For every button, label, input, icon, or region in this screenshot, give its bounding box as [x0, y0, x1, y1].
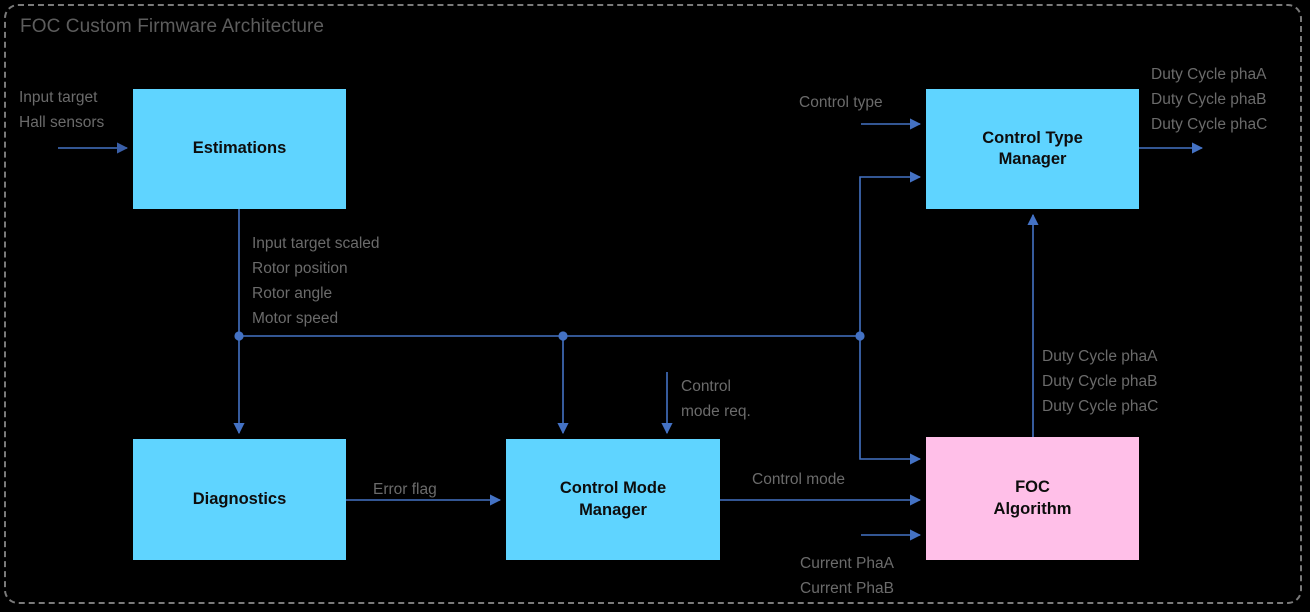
block-foc-algorithm[interactable]: FOC Algorithm — [926, 437, 1139, 560]
label-input-signals: Input target Hall sensors — [19, 89, 105, 132]
block-estimations[interactable]: Estimations — [133, 89, 346, 209]
label-duty-cycle-output: Duty Cycle phaA Duty Cycle phaB Duty Cyc… — [1151, 66, 1268, 134]
page-title: FOC Custom Firmware Architecture — [20, 16, 325, 37]
label-control-type-input: Control type — [799, 94, 883, 111]
label-control-mode: Control mode — [752, 471, 846, 488]
junction-dot-diagnostics — [234, 331, 244, 341]
label-estimation-outputs: Input target scaled Rotor position Rotor… — [252, 235, 380, 328]
block-control-type-manager[interactable]: Control Type Manager — [926, 89, 1139, 209]
label-current-phases: Current PhaA Current PhaB — [800, 555, 894, 598]
junction-dot-control-mode — [558, 331, 568, 341]
wire-bus-to-foc-algorithm — [859, 336, 922, 465]
wire-bus-to-control-type-manager — [859, 171, 922, 336]
label-error-flag: Error flag — [373, 481, 437, 498]
label-duty-cycle-feedback: Duty Cycle phaA Duty Cycle phaB Duty Cyc… — [1042, 348, 1159, 416]
block-control-mode-manager[interactable]: Control Mode Manager — [506, 439, 720, 560]
junction-dot-right-branch — [855, 331, 865, 341]
block-diagnostics[interactable]: Diagnostics — [133, 439, 346, 560]
label-control-mode-req: Control mode req. — [681, 378, 751, 421]
